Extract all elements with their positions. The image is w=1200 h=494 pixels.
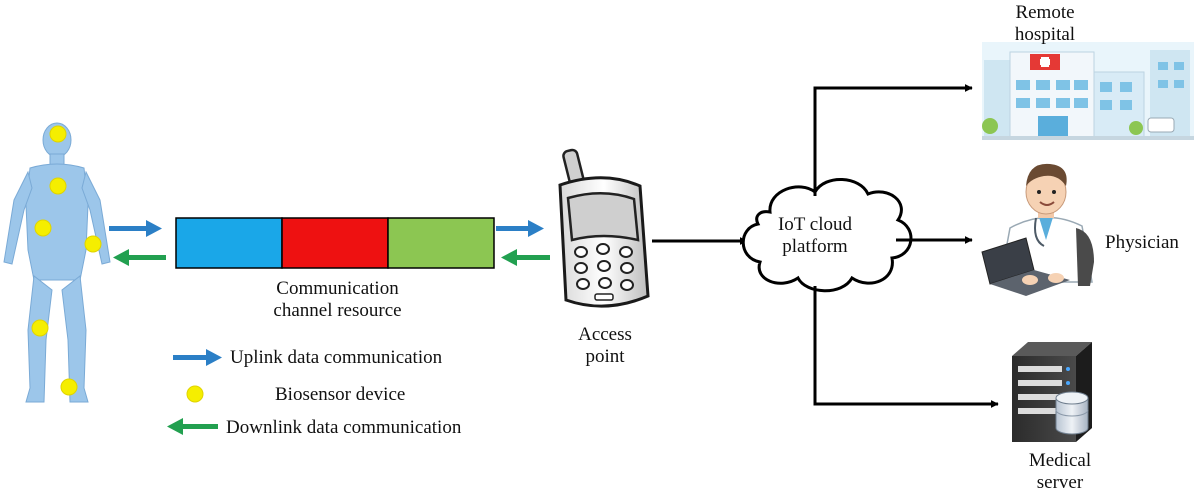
access-point-line2: point xyxy=(585,346,625,367)
legend-uplink-arrow xyxy=(173,349,222,366)
channel-label-line2: channel resource xyxy=(273,300,402,321)
uplink-arrow-right xyxy=(496,220,544,237)
human-body-icon xyxy=(3,122,111,403)
legend-icons xyxy=(167,349,222,435)
ap-channel-arrows xyxy=(496,220,550,266)
access-point-label: Access point xyxy=(555,324,655,368)
mobile-phone-icon xyxy=(558,148,650,308)
physician-icon xyxy=(981,163,1094,296)
access-point-line1: Access xyxy=(578,324,632,345)
cloud-icon xyxy=(741,178,913,293)
server-icon xyxy=(1012,342,1092,442)
cloud-connectors xyxy=(813,84,999,408)
channel-segment-red xyxy=(281,217,389,269)
downlink-arrow-left xyxy=(113,249,166,266)
server-label-line2: server xyxy=(1036,472,1084,493)
server-label: Medical server xyxy=(1005,450,1115,494)
legend-biosensor-dot xyxy=(186,385,204,403)
legend-uplink-label: Uplink data communication xyxy=(230,347,443,368)
biosensor-dots xyxy=(31,125,102,396)
hospital-icon xyxy=(982,42,1194,140)
channel-segment-green xyxy=(387,217,495,269)
channel-label: Communication channel resource xyxy=(220,278,455,322)
uplink-arrow-left xyxy=(109,220,162,237)
hospital-label-line1: Remote xyxy=(1015,2,1075,23)
cloud-label-line1: IoT cloud xyxy=(777,214,853,235)
legend-downlink-label: Downlink data communication xyxy=(226,417,462,438)
channel-segment-blue xyxy=(175,217,283,269)
physician-label: Physician xyxy=(1105,232,1179,253)
server-label-line1: Medical xyxy=(1028,450,1092,471)
hospital-label: Remote hospital xyxy=(990,2,1100,46)
downlink-arrow-right xyxy=(501,249,550,266)
channel-label-line1: Communication xyxy=(276,278,399,299)
channel-resource-bar xyxy=(175,217,495,269)
body-channel-arrows xyxy=(109,220,166,266)
hospital-label-line2: hospital xyxy=(1014,24,1076,45)
legend-biosensor-label: Biosensor device xyxy=(275,384,406,405)
cloud-label-line2: platform xyxy=(782,236,848,257)
cloud-label: IoT cloud platform xyxy=(765,214,865,258)
legend-downlink-arrow xyxy=(167,418,218,435)
